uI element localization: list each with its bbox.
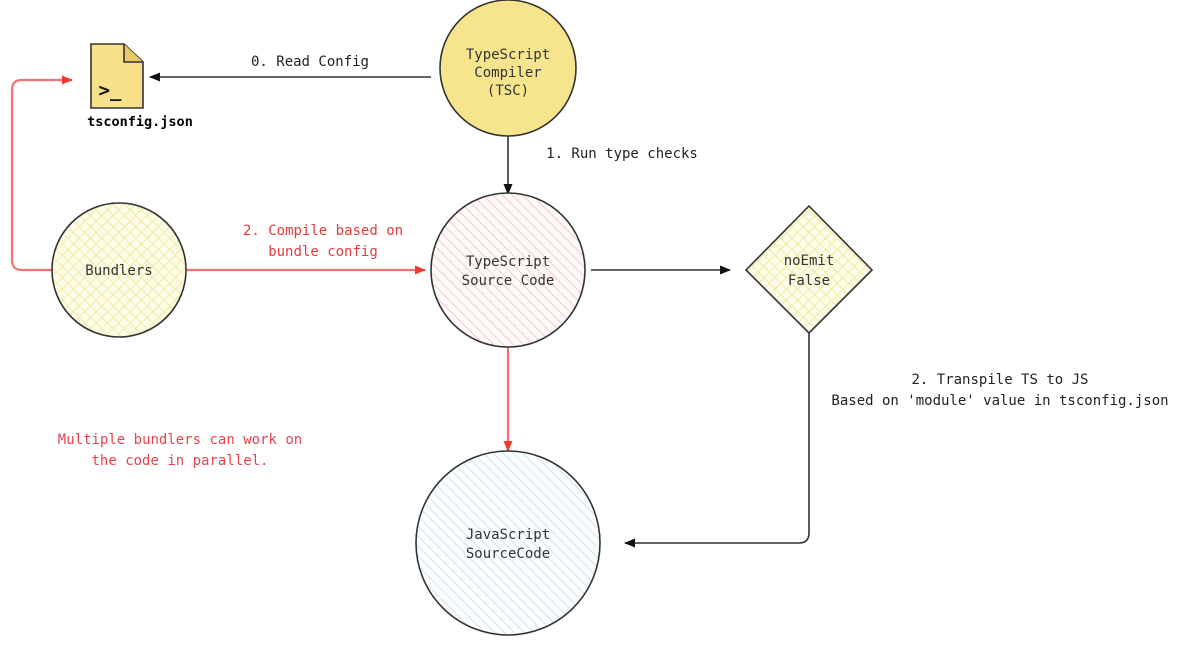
js-source-label-line1: JavaScript xyxy=(466,527,550,543)
tsc-label-line2: Compiler xyxy=(474,65,541,81)
ts-source-label-line1: TypeScript xyxy=(466,254,550,270)
label-compile-line1: 2. Compile based on xyxy=(243,223,403,239)
tsc-label-line1: TypeScript xyxy=(466,47,550,63)
node-tsconfig-json[interactable]: >_ tsconfig.json xyxy=(87,43,193,130)
note-line1: Multiple bundlers can work on xyxy=(58,432,302,448)
note-line2: the code in parallel. xyxy=(91,453,268,469)
js-source-label-line2: SourceCode xyxy=(466,546,550,562)
edge-transpile xyxy=(624,333,810,548)
ts-source-label-line2: Source Code xyxy=(462,273,555,289)
edge-label-compile-bundle-config: 2. Compile based on bundle config xyxy=(243,223,403,260)
terminal-prompt-glyph: >_ xyxy=(99,80,122,102)
label-transpile-line1: 2. Transpile TS to JS xyxy=(911,372,1088,388)
label-read-config-text: 0. Read Config xyxy=(251,54,369,70)
noemit-label-line2: False xyxy=(788,273,830,289)
note-parallel-bundlers: Multiple bundlers can work on the code i… xyxy=(58,432,302,469)
node-noemit-false[interactable]: noEmit False xyxy=(744,204,874,335)
node-javascript-source-code[interactable]: JavaScript SourceCode xyxy=(415,450,601,636)
label-run-type-checks-text: 1. Run type checks xyxy=(546,146,698,162)
edge-label-read-config: 0. Read Config xyxy=(251,54,369,70)
tsconfig-caption: tsconfig.json xyxy=(87,114,193,130)
edge-bundlers-read-config xyxy=(10,75,73,272)
label-compile-line2: bundle config xyxy=(268,244,378,260)
node-typescript-source-code[interactable]: TypeScript Source Code xyxy=(430,192,586,348)
node-typescript-compiler[interactable]: TypeScript Compiler (TSC) xyxy=(439,0,577,137)
label-transpile-line2: Based on 'module' value in tsconfig.json xyxy=(831,393,1168,409)
node-bundlers[interactable]: Bundlers xyxy=(51,202,187,338)
edge-label-run-type-checks: 1. Run type checks xyxy=(546,146,698,162)
noemit-label-line1: noEmit xyxy=(784,253,835,269)
bundlers-label: Bundlers xyxy=(85,263,152,279)
tsc-label-line3: (TSC) xyxy=(487,83,529,99)
edge-label-transpile: 2. Transpile TS to JS Based on 'module' … xyxy=(831,372,1168,409)
